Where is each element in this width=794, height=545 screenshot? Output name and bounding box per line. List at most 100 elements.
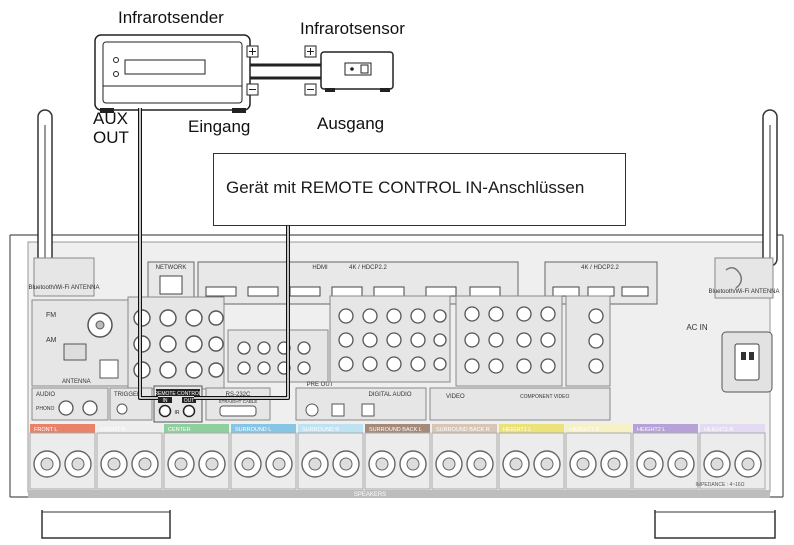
sender-minus-sign bbox=[246, 83, 259, 96]
svg-text:4K / HDCP2.2: 4K / HDCP2.2 bbox=[581, 265, 619, 271]
device-with-remote-in-box: Gerät mit REMOTE CONTROL IN-Anschlüssen bbox=[213, 153, 626, 226]
svg-text:HDMI: HDMI bbox=[312, 265, 328, 271]
svg-text:COMPONENT VIDEO: COMPONENT VIDEO bbox=[520, 394, 569, 400]
svg-text:NETWORK: NETWORK bbox=[156, 265, 187, 271]
speaker-terminal-core bbox=[442, 457, 456, 471]
speaker-terminal-core bbox=[576, 457, 590, 471]
remote-cables bbox=[138, 108, 290, 400]
sensor-minus-sign bbox=[304, 83, 317, 96]
ir-sender-label: Infrarotsender bbox=[118, 8, 224, 27]
speaker-terminal-core bbox=[40, 457, 54, 471]
tuner-antenna-terminals: FM AM ANTENNA bbox=[31, 299, 129, 387]
speaker-group: CENTER bbox=[163, 424, 230, 490]
ac-in-socket: AC IN bbox=[686, 323, 773, 393]
speaker-terminal-core bbox=[375, 457, 389, 471]
speaker-group-label: HEIGHT2 L bbox=[637, 427, 665, 433]
svg-text:4K / HDCP2.2: 4K / HDCP2.2 bbox=[349, 265, 387, 271]
svg-text:STRAIGHT CABLE: STRAIGHT CABLE bbox=[219, 399, 258, 404]
pre-out-surround-jacks bbox=[329, 295, 451, 383]
speaker-terminal-core bbox=[205, 457, 219, 471]
ir-sender-device bbox=[94, 34, 251, 113]
speaker-terminal-core bbox=[308, 457, 322, 471]
rs232c-port: RS-232C STRAIGHT CABLE bbox=[205, 387, 271, 421]
speaker-group-header bbox=[231, 424, 296, 433]
output-label: Ausgang bbox=[317, 114, 385, 133]
speaker-terminal-core bbox=[339, 457, 353, 471]
speaker-group-label: FRONT R bbox=[101, 427, 125, 433]
monitor-zone2-jacks bbox=[565, 295, 611, 387]
speaker-group-label: HEIGHT2 R bbox=[704, 427, 733, 433]
svg-text:AC IN: AC IN bbox=[686, 323, 708, 332]
speaker-terminal-core bbox=[710, 457, 724, 471]
speaker-group: HEIGHT2 L bbox=[632, 424, 699, 490]
speaker-group: SURROUND BACK R bbox=[431, 424, 498, 490]
speaker-group: FRONT L bbox=[29, 424, 96, 490]
speaker-group: SURROUND L bbox=[230, 424, 297, 490]
impedance-label: IMPEDANCE : 4~16Ω bbox=[696, 482, 745, 488]
svg-text:IR: IR bbox=[175, 410, 180, 416]
speaker-terminal-core bbox=[473, 457, 487, 471]
speaker-group: HEIGHT1 L bbox=[498, 424, 565, 490]
ir-sensor-label: Infrarotsensor bbox=[300, 19, 405, 38]
svg-text:AM: AM bbox=[46, 337, 57, 344]
svg-text:TRIGGER: TRIGGER bbox=[114, 392, 142, 398]
aux-out-label-line1: AUX bbox=[93, 109, 128, 128]
digital-audio-ports: DIGITAL AUDIO bbox=[295, 387, 427, 421]
speaker-group-header bbox=[365, 424, 430, 433]
svg-text:DIGITAL AUDIO: DIGITAL AUDIO bbox=[368, 392, 411, 398]
input-label: Eingang bbox=[188, 117, 251, 136]
speaker-group: HEIGHT1 R bbox=[565, 424, 632, 490]
speaker-terminal-core bbox=[540, 457, 554, 471]
phono-audio-row: AUDIO PHONO bbox=[31, 387, 109, 421]
speaker-terminal-core bbox=[741, 457, 755, 471]
speaker-group-header bbox=[499, 424, 564, 433]
device-box-text: Gerät mit REMOTE CONTROL IN-Anschlüssen bbox=[226, 178, 585, 197]
speaker-terminal-core bbox=[71, 457, 85, 471]
speaker-group: HEIGHT2 R bbox=[699, 424, 766, 490]
svg-text:OUT: OUT bbox=[184, 398, 195, 404]
svg-text:FM: FM bbox=[46, 312, 56, 319]
speakers-label: SPEAKERS bbox=[354, 492, 386, 498]
ir-sensor-device bbox=[320, 51, 394, 92]
speaker-group-header bbox=[164, 424, 229, 433]
speaker-group-header bbox=[566, 424, 631, 433]
remote-control-jacks: REMOTE CONTROL IN OUT IR bbox=[153, 385, 203, 423]
speaker-terminal-core bbox=[272, 457, 286, 471]
svg-text:PRE OUT: PRE OUT bbox=[307, 382, 334, 388]
svg-text:REMOTE CONTROL: REMOTE CONTROL bbox=[154, 391, 201, 397]
speaker-terminal-core bbox=[406, 457, 420, 471]
video-labels: VIDEO COMPONENT VIDEO bbox=[429, 387, 611, 421]
speaker-group-header bbox=[633, 424, 698, 433]
svg-text:IN: IN bbox=[163, 398, 168, 404]
left-antenna bbox=[33, 109, 95, 297]
trigger-terminal: TRIGGER bbox=[109, 387, 153, 421]
speaker-terminals: FRONT L FRONT R CENTER SURROUND L SURROUND R… bbox=[29, 424, 766, 490]
sensor-plus-sign bbox=[304, 45, 317, 58]
speaker-group: FRONT R bbox=[96, 424, 163, 490]
speaker-group-header bbox=[432, 424, 497, 433]
speaker-group-label: SURROUND BACK R bbox=[436, 427, 490, 433]
speaker-group-label: SURROUND R bbox=[302, 427, 339, 433]
speaker-group-label: CENTER bbox=[168, 427, 191, 433]
bt-antenna-right-label: Bluetooth/Wi-Fi ANTENNA bbox=[708, 289, 779, 295]
svg-text:AUDIO: AUDIO bbox=[36, 392, 55, 398]
hdmi-outputs: 4K / HDCP2.2 bbox=[544, 261, 658, 305]
speaker-group-label: SURROUND BACK L bbox=[369, 427, 422, 433]
bt-antenna-left-label: Bluetooth/Wi-Fi ANTENNA bbox=[28, 285, 99, 291]
speaker-group-header bbox=[30, 424, 95, 433]
speaker-group-label: HEIGHT1 L bbox=[503, 427, 531, 433]
analog-audio-jacks bbox=[127, 296, 225, 390]
sender-plus-sign bbox=[246, 45, 259, 58]
speaker-terminal-core bbox=[643, 457, 657, 471]
speaker-group-label: FRONT L bbox=[34, 427, 57, 433]
svg-text:PHONO: PHONO bbox=[36, 406, 54, 412]
speaker-group-header bbox=[97, 424, 162, 433]
svg-text:ANTENNA: ANTENNA bbox=[62, 379, 91, 385]
pre-out-jacks: PRE OUT bbox=[227, 329, 334, 388]
speaker-group-label: HEIGHT1 R bbox=[570, 427, 599, 433]
speaker-terminal-core bbox=[674, 457, 688, 471]
sender-sensor-cables bbox=[250, 63, 321, 80]
speaker-group-header bbox=[298, 424, 363, 433]
speaker-group: SURROUND R bbox=[297, 424, 364, 490]
